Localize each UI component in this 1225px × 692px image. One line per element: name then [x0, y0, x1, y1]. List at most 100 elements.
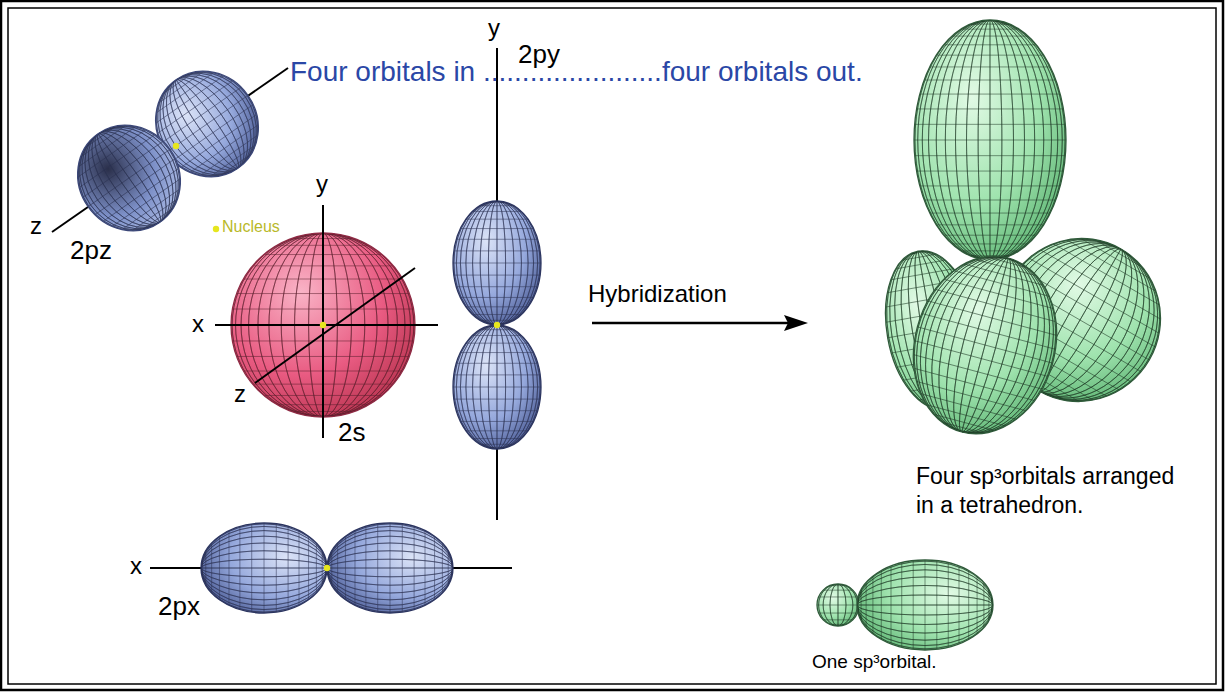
mesh-parallel: [425, 531, 426, 606]
mesh-parallel: [85, 126, 116, 148]
mesh-parallel: [161, 87, 241, 143]
mesh-parallel: [166, 95, 248, 152]
orbital-outline: [327, 523, 453, 613]
orbital-label: 2pz: [70, 236, 112, 266]
mesh-meridian: [454, 325, 540, 449]
mesh-parallel: [454, 250, 540, 251]
mesh-parallel: [460, 352, 533, 353]
mesh-parallel: [861, 590, 862, 621]
mesh-meridian: [327, 524, 453, 612]
orbital-body: [327, 523, 453, 613]
mesh-meridian: [201, 524, 327, 612]
mesh-parallel: [901, 563, 902, 648]
mesh-meridian: [915, 20, 1065, 260]
orbital-label: 2s: [338, 418, 365, 448]
orbital-mesh: [453, 325, 541, 449]
mesh-parallel: [936, 55, 1043, 56]
mesh-parallel: [935, 289, 1055, 321]
nucleus-dot: [320, 322, 326, 328]
mesh-parallel: [377, 524, 378, 612]
orbital-body: [817, 584, 859, 626]
orbital-body: [857, 560, 993, 650]
mesh-parallel: [466, 306, 528, 307]
mesh-parallel: [917, 171, 1064, 172]
mesh-parallel: [914, 140, 1066, 141]
mesh-parallel: [936, 561, 937, 650]
mesh-parallel: [917, 327, 1052, 363]
orbitals: [52, 20, 1190, 650]
mesh-parallel: [466, 219, 528, 220]
mesh-meridian: [63, 109, 196, 247]
mesh-parallel: [112, 179, 180, 227]
mesh-parallel: [456, 410, 537, 411]
inner-frame: [8, 8, 1216, 684]
axis-label: x: [130, 552, 142, 580]
orbital-outline: [57, 105, 201, 251]
mesh-parallel: [95, 159, 175, 215]
mesh-parallel: [961, 250, 1019, 251]
mesh-parallel: [390, 523, 391, 613]
mesh-parallel: [466, 430, 528, 431]
mesh-meridian: [60, 107, 199, 249]
py-lower-lobe: [453, 325, 541, 449]
mesh-parallel: [917, 108, 1064, 109]
mesh-parallel: [156, 76, 224, 124]
hybridization-arrow: [592, 315, 808, 331]
mesh-parallel: [288, 526, 289, 609]
mesh-parallel: [970, 24, 1009, 25]
mesh-meridian: [907, 243, 1063, 446]
orbital-mesh: [914, 20, 1066, 260]
axis-label: z: [30, 212, 42, 240]
mesh-meridian: [895, 240, 1075, 450]
orbital-mesh: [57, 105, 201, 251]
mesh-parallel: [460, 421, 533, 422]
mesh-parallel: [460, 228, 533, 229]
mesh-parallel: [944, 44, 1037, 45]
mesh-parallel: [414, 526, 415, 609]
mesh-parallel: [988, 590, 989, 621]
mesh-parallel: [88, 149, 170, 206]
mesh-parallel: [819, 596, 858, 597]
sp3-small-lobe: [817, 584, 859, 626]
orbital-outline: [857, 560, 993, 650]
mesh-parallel: [434, 536, 435, 600]
mesh-meridian: [454, 325, 540, 449]
orbital-outline: [201, 523, 327, 613]
orbital-outline: [453, 325, 541, 449]
nucleus-label: Nucleus: [222, 218, 280, 236]
mesh-parallel: [872, 576, 873, 634]
mesh-parallel: [925, 560, 926, 650]
mesh-parallel: [915, 341, 1049, 377]
mesh-parallel: [948, 563, 949, 648]
mesh-parallel: [977, 576, 978, 634]
mesh-parallel: [453, 263, 541, 264]
mesh-parallel: [924, 80, 1056, 81]
mesh-meridian: [84, 124, 174, 232]
mesh-meridian: [84, 124, 174, 232]
mesh-parallel: [920, 185, 1060, 186]
mesh-parallel: [896, 260, 945, 269]
mesh-parallel: [156, 72, 214, 113]
mesh-parallel: [460, 297, 533, 298]
mesh-parallel: [881, 571, 882, 640]
mesh-parallel: [930, 213, 1051, 214]
orbital-body: [453, 325, 541, 449]
sp3-lobe-front: [894, 240, 1076, 450]
mesh-meridian: [454, 201, 540, 325]
mesh-parallel: [337, 543, 338, 593]
nucleus-dot: [494, 322, 500, 328]
arrow-shaft: [592, 322, 788, 325]
orbital-outline: [453, 201, 541, 325]
mesh-parallel: [968, 571, 969, 640]
mesh-parallel: [157, 81, 233, 134]
mesh-meridian: [327, 524, 453, 612]
mesh-parallel: [473, 438, 522, 439]
orbital-body: [914, 20, 1066, 260]
orbital-body: [201, 523, 327, 613]
mesh-meridian: [58, 106, 201, 251]
mesh-parallel: [961, 29, 1019, 30]
mesh-parallel: [453, 387, 541, 388]
mesh-parallel: [928, 301, 1057, 335]
px-right-lobe: [327, 523, 453, 613]
